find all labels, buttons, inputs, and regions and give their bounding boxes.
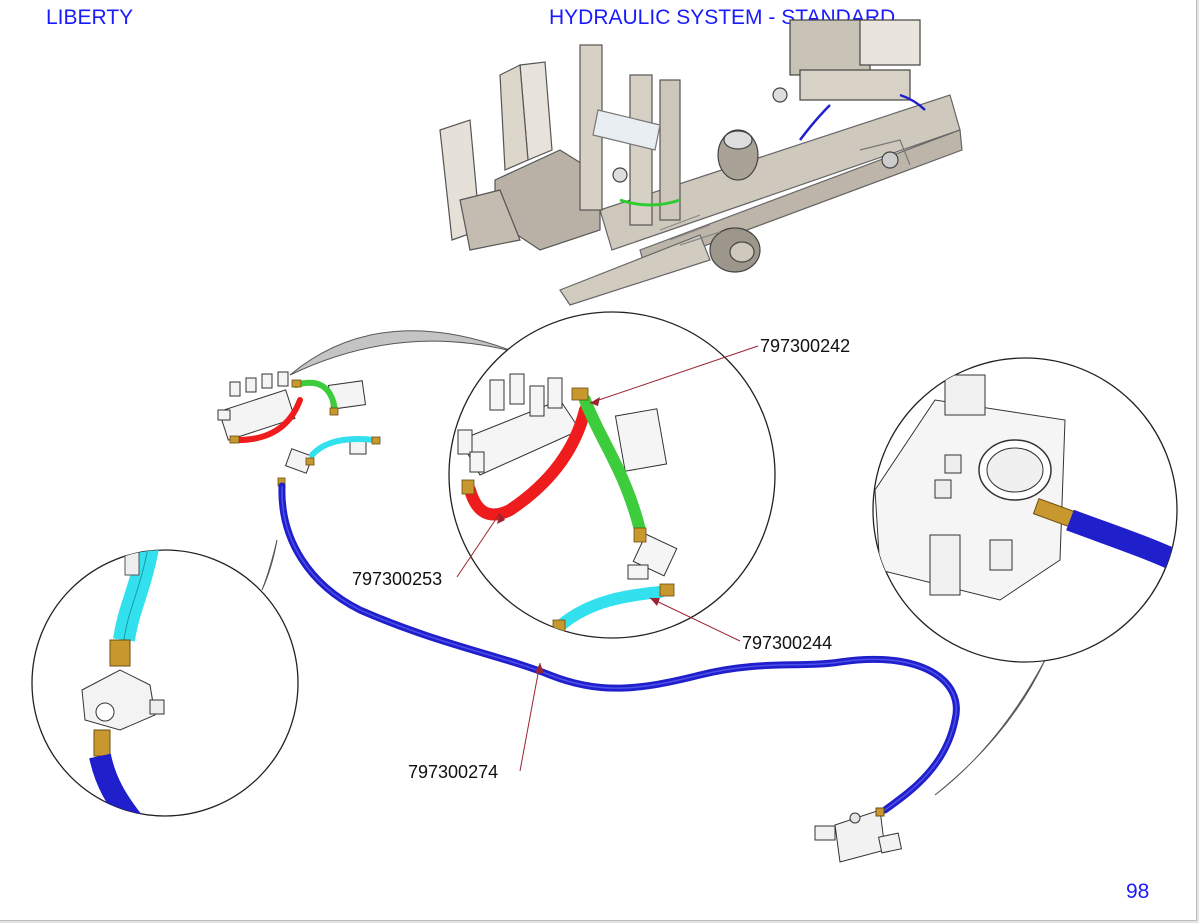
callout-tail-center bbox=[289, 330, 516, 376]
part-label-797300274: 797300274 bbox=[408, 762, 499, 782]
detail-circle-right bbox=[872, 357, 1178, 663]
callout-tail-left bbox=[261, 539, 278, 591]
page-number: 98 bbox=[1126, 880, 1150, 903]
part-label-797300253: 797300253 bbox=[352, 569, 443, 589]
part-label-797300244: 797300244 bbox=[742, 633, 833, 653]
leader-lines bbox=[456, 345, 759, 772]
detail-circle-center bbox=[448, 311, 776, 639]
distributor-assembly bbox=[217, 371, 381, 487]
chassis-overview-illustration bbox=[439, 19, 963, 306]
part-label-797300242: 797300242 bbox=[760, 336, 851, 356]
detail-circle-left bbox=[31, 549, 299, 817]
brand-name: LIBERTY bbox=[46, 6, 134, 29]
flow-divider-block bbox=[814, 807, 903, 863]
